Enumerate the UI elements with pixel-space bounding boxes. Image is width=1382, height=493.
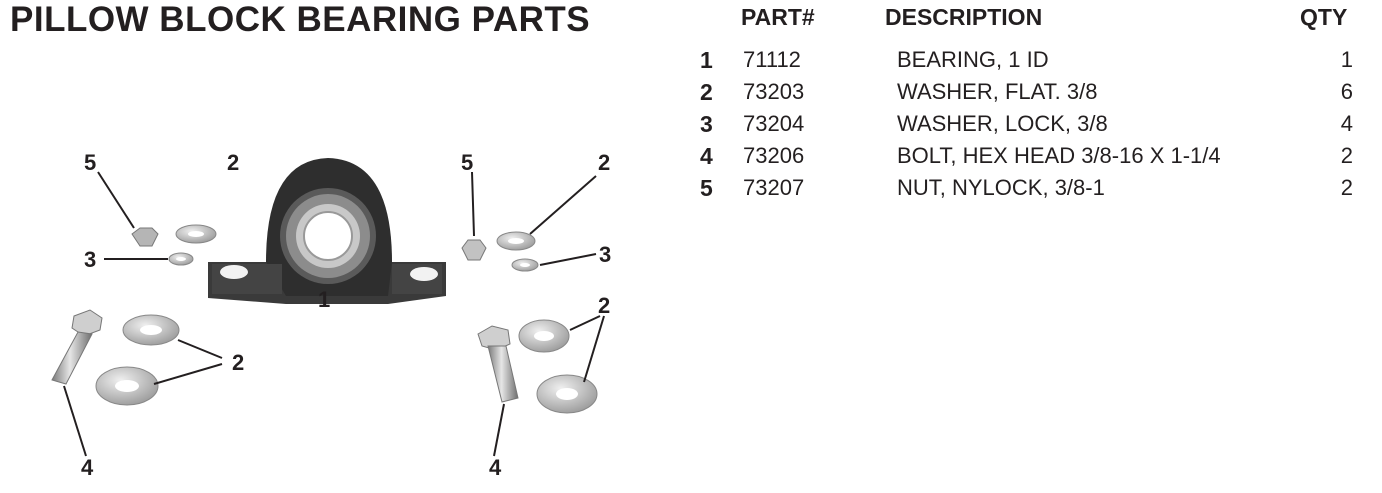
- row-number: 1: [700, 47, 713, 73]
- header-qty: QTY: [1300, 4, 1348, 30]
- washer-flat-left-bottom: [95, 366, 159, 406]
- callout-2-top: 2: [227, 150, 239, 175]
- callout-5-left: 5: [84, 150, 96, 175]
- row-description: WASHER, FLAT. 3/8: [897, 79, 1098, 104]
- table-row: 4 73206 BOLT, HEX HEAD 3/8-16 X 1-1/4 2: [0, 143, 1382, 173]
- row-part: 73206: [743, 143, 805, 168]
- row-qty: 4: [1340, 111, 1353, 136]
- row-part: 73203: [743, 79, 805, 104]
- callout-5-right: 5: [461, 150, 473, 175]
- row-part: 73207: [743, 175, 805, 200]
- row-description: BEARING, 1 ID: [897, 47, 1049, 72]
- callout-3-right: 3: [599, 242, 611, 267]
- row-description: WASHER, LOCK, 3/8: [897, 111, 1108, 136]
- washer-flat-right-top: [496, 231, 536, 251]
- row-part: 73204: [743, 111, 805, 136]
- bolt-left: [51, 309, 103, 385]
- row-qty: 6: [1340, 79, 1353, 104]
- row-part: 71112: [743, 47, 801, 72]
- nut-left: [131, 227, 159, 247]
- washer-flat-right-mid: [518, 319, 570, 353]
- callout-2-left-bottom: 2: [232, 350, 244, 375]
- header-description: DESCRIPTION: [885, 4, 1043, 30]
- table-row: 3 73204 WASHER, LOCK, 3/8 4: [0, 111, 1382, 141]
- header-part: PART#: [741, 4, 815, 30]
- callout-1: 1: [318, 287, 330, 312]
- callout-3-left: 3: [84, 247, 96, 272]
- row-qty: 2: [1340, 143, 1353, 168]
- washer-lock-left: [168, 252, 194, 266]
- washer-flat-right-bottom: [536, 374, 598, 414]
- nut-right: [461, 239, 487, 261]
- table-row: 1 71112 BEARING, 1 ID 1: [0, 47, 1382, 77]
- row-number: 2: [700, 79, 713, 105]
- washer-flat-left-top: [175, 224, 217, 244]
- table-row: 2 73203 WASHER, FLAT. 3/8 6: [0, 79, 1382, 109]
- row-qty: 1: [1340, 47, 1353, 72]
- callout-2-right-top: 2: [598, 150, 610, 175]
- row-description: NUT, NYLOCK, 3/8-1: [897, 175, 1105, 200]
- row-number: 3: [700, 111, 713, 137]
- callout-4-left: 4: [81, 455, 94, 480]
- callout-4-right: 4: [489, 455, 502, 480]
- row-number: 4: [700, 143, 713, 169]
- parts-diagram: 5 2 3 1 2 4 5 2 3 2 4: [51, 150, 611, 480]
- row-qty: 2: [1340, 175, 1353, 200]
- washer-flat-left-mid: [122, 314, 180, 346]
- leader-lines: [63, 171, 605, 457]
- row-description: BOLT, HEX HEAD 3/8-16 X 1-1/4: [897, 143, 1221, 168]
- bolt-right: [477, 325, 519, 403]
- page-title: PILLOW BLOCK BEARING PARTS: [10, 0, 591, 39]
- pillow-block-bearing: [208, 158, 446, 304]
- row-number: 5: [700, 175, 713, 201]
- washer-lock-right: [511, 258, 539, 272]
- callout-2-right-bottom: 2: [598, 293, 610, 318]
- table-row: 5 73207 NUT, NYLOCK, 3/8-1 2: [0, 175, 1382, 205]
